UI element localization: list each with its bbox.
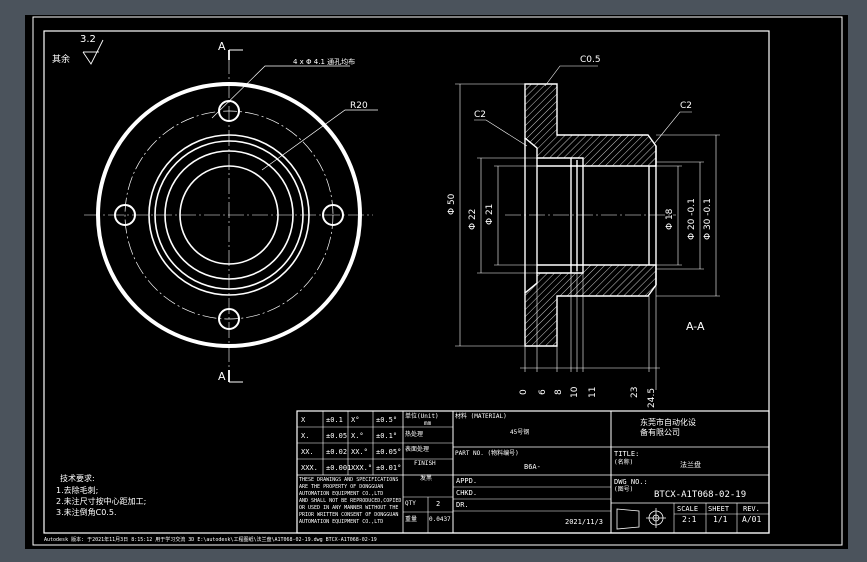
- x-dim-6: 6: [538, 389, 548, 395]
- chamfer-top: C0.5: [580, 55, 601, 65]
- notes-line-3: 3.未注倒角C0.5.: [56, 508, 117, 517]
- dr-label: DR.: [456, 501, 469, 509]
- hole-callout: 4 x Φ 4.1 通孔均布: [293, 58, 356, 66]
- tol-cell: XXX.: [301, 464, 318, 472]
- roughness-note: 其余: [52, 55, 71, 65]
- x-dim-23: 23: [630, 386, 640, 398]
- unit-label: 单位(Unit): [405, 413, 439, 420]
- sheet-value: 1/1: [713, 515, 728, 524]
- qty-value: 2: [436, 500, 441, 508]
- surface-label: 表面处理: [405, 446, 430, 453]
- front-view: [84, 49, 378, 383]
- sheet-label: SHEET: [708, 505, 730, 513]
- tol-cell: X.°: [351, 432, 364, 440]
- tol-cell: XX.°: [351, 448, 368, 456]
- dim-d30: Φ 30 -0.1: [703, 198, 713, 240]
- projection-symbol-icon: [616, 508, 666, 530]
- tol-cell: X: [301, 416, 306, 424]
- radius-leader: [261, 109, 378, 171]
- tol-cell: X.: [301, 432, 310, 440]
- unit-value: mm: [424, 420, 432, 427]
- tol-cell: ±0.05: [326, 432, 348, 440]
- disclaimer-line: AUTOMATION EQUIPMENT CO.,LTD: [299, 519, 384, 525]
- scale-value: 2:1: [682, 515, 697, 524]
- dim-d20: Φ 20 -0.1: [687, 198, 697, 240]
- part-title: 法兰盘: [680, 461, 701, 469]
- title-block-grid: [296, 410, 770, 534]
- title-cn-label: (名称): [614, 459, 634, 466]
- material-value: 45号钢: [510, 429, 530, 436]
- part-no-value: B6A-: [524, 463, 541, 471]
- finish-value: 发黑: [420, 475, 433, 482]
- weight-value: 0.0437: [429, 516, 451, 523]
- status-bar: Autodesk 版本: 于2021年11月3日 8:15:12 用于学习交流 …: [44, 537, 377, 543]
- section-mark-bottom: A: [218, 370, 226, 383]
- section-title: A-A: [686, 320, 705, 333]
- dim-d18: Φ 18: [665, 208, 675, 230]
- tol-cell: ±0.02: [326, 448, 348, 456]
- disclaimer-line: AND SHALL NOT BE REPRODUCED,COPIED: [299, 498, 402, 504]
- title-label: TITLE:: [614, 450, 640, 458]
- dwg-cn-label: (图号): [614, 486, 634, 493]
- treatment-label: 热处理: [405, 431, 424, 438]
- drawing-date: 2021/11/3: [565, 518, 603, 526]
- notes-heading: 技术要求:: [60, 474, 95, 483]
- finish-label: FINISH: [414, 460, 436, 467]
- radius-callout: R20: [350, 101, 368, 111]
- roughness-value: 3.2: [80, 34, 96, 45]
- chamfer-left: C2: [474, 110, 487, 120]
- section-solid-top: [524, 83, 657, 167]
- tol-cell: XXX.°: [351, 464, 373, 472]
- rev-value: A/01: [742, 515, 762, 524]
- tol-cell: X°: [351, 416, 360, 424]
- tol-cell: XX.: [301, 448, 314, 456]
- tol-cell: ±0.1°: [376, 432, 398, 440]
- dim-d50: Φ 50: [447, 193, 457, 215]
- tol-cell: ±0.05°: [376, 448, 402, 456]
- weight-label: 重量: [405, 516, 418, 523]
- dim-d22: Φ 22: [468, 208, 478, 230]
- part-no-label: PART NO. (物料编号): [455, 450, 519, 457]
- material-label: 材料 (MATERIAL): [455, 413, 507, 420]
- outer-frame: [32, 16, 843, 546]
- sheet-background: [25, 15, 848, 549]
- x-dim-10: 10: [570, 386, 580, 398]
- x-dim-24-5: 24.5: [647, 387, 657, 408]
- drawing-number: BTCX-A1T068-02-19: [654, 490, 747, 500]
- section-solid-bottom: [524, 264, 657, 347]
- tol-cell: ±0.001: [326, 464, 352, 472]
- notes-line-1: 1.去除毛刺;: [56, 486, 99, 495]
- rev-label: REV.: [743, 505, 760, 513]
- dim-d21: Φ 21: [485, 203, 495, 225]
- tol-cell: ±0.01°: [376, 464, 402, 472]
- roughness-symbol: [82, 39, 104, 65]
- qty-label: QTY: [405, 500, 416, 507]
- hole-callout-leader: [211, 65, 350, 119]
- chkd-label: CHKD.: [456, 489, 478, 497]
- disclaimer-line: PRIOR WRITTEN CONSENT OF DONGGUAN: [299, 512, 399, 518]
- disclaimer-line: THESE DRAWINGS AND SPECIFICATIONS: [299, 477, 399, 483]
- section-mark-top: A: [218, 40, 226, 53]
- x-dim-0: 0: [519, 389, 529, 395]
- x-dim-8: 8: [554, 389, 564, 395]
- tol-cell: ±0.5°: [376, 416, 398, 424]
- dwg-label: DWG NO.:: [614, 478, 648, 486]
- appd-label: APPD.: [456, 477, 478, 485]
- notes-line-2: 2.未注尺寸按中心距加工;: [56, 497, 147, 506]
- scale-label: SCALE: [677, 505, 699, 513]
- company-name: 东莞市自动化设备有限公司: [640, 418, 696, 437]
- disclaimer-line: AUTOMATION EQUIPMENT CO.,LTD: [299, 491, 384, 497]
- section-view: [455, 65, 720, 390]
- disclaimer-line: OR USED IN ANY MANNER WITHOUT THE: [299, 505, 399, 511]
- disclaimer-line: ARE THE PROPERTY OF DONGGUAN: [299, 484, 384, 490]
- tol-cell: ±0.1: [326, 416, 343, 424]
- chamfer-right: C2: [680, 101, 693, 111]
- x-dim-11: 11: [588, 386, 598, 398]
